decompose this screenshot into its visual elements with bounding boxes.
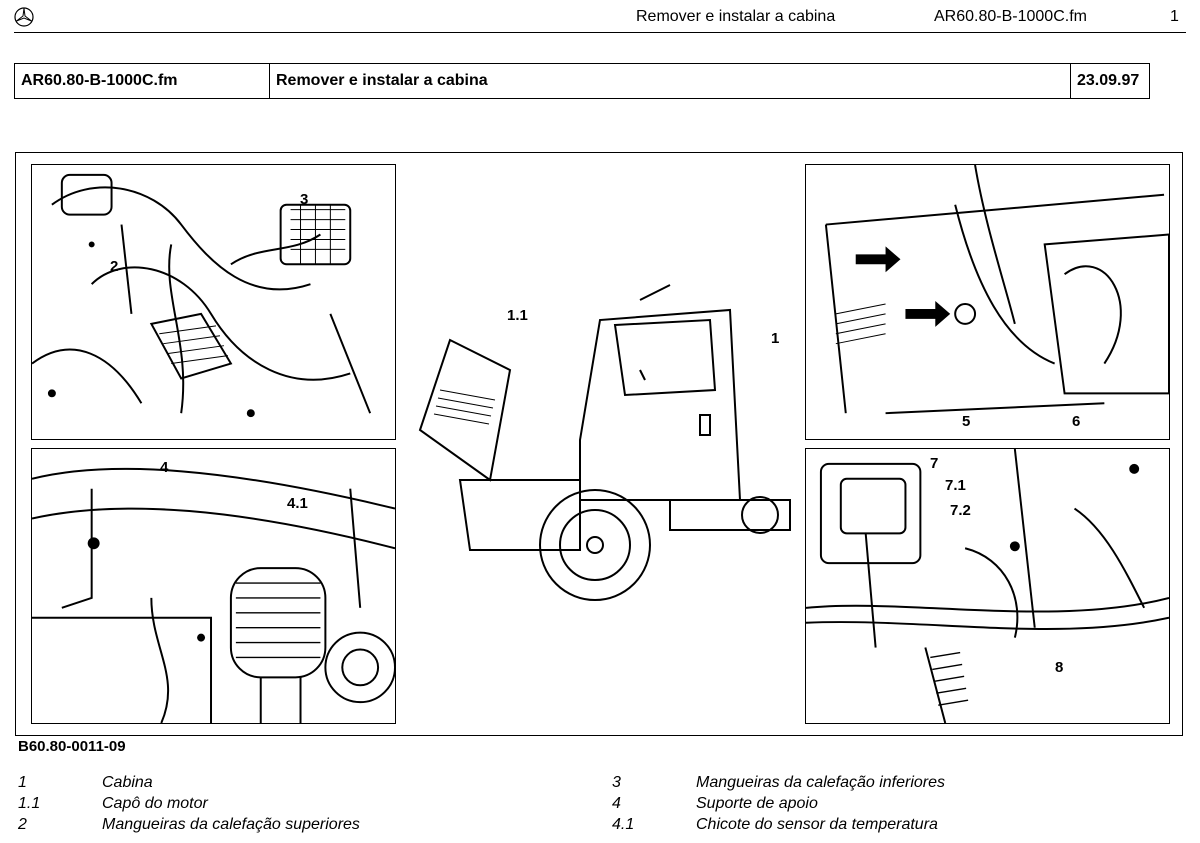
callout-label: 7.1 bbox=[945, 477, 966, 494]
legend-number: 1 bbox=[18, 774, 27, 791]
reference-date: 23.09.97 bbox=[1077, 72, 1140, 89]
callout-label: 1.1 bbox=[507, 307, 528, 324]
figure-code: B60.80-0011-09 bbox=[18, 738, 126, 755]
legend-number: 1.1 bbox=[18, 795, 41, 812]
legend-number: 3 bbox=[612, 774, 621, 791]
legend-text: Capô do motor bbox=[102, 795, 208, 812]
three-pointed-star-logo bbox=[14, 7, 34, 27]
header-doc-id: AR60.80-B-1000C.fm bbox=[934, 8, 1087, 25]
photo-heater-valves-and-hoses bbox=[805, 448, 1170, 724]
callout-label: 1 bbox=[771, 330, 780, 347]
legend-item: 3 Mangueiras da calefação inferiores bbox=[612, 772, 945, 793]
callout-label: 6 bbox=[1072, 413, 1081, 430]
truck-cab-illustration bbox=[410, 280, 800, 610]
callout-label: 5 bbox=[962, 413, 971, 430]
legend-text: Cabina bbox=[102, 774, 153, 791]
legend-item: 4 Suporte de apoio bbox=[612, 793, 945, 814]
callout-label: 4.1 bbox=[287, 495, 308, 512]
photo-upper-heater-hoses bbox=[31, 164, 396, 440]
header-title: Remover e instalar a cabina bbox=[636, 8, 836, 25]
legend-text: Suporte de apoio bbox=[696, 795, 818, 812]
header-divider bbox=[14, 32, 1186, 33]
callout-label: 8 bbox=[1055, 659, 1064, 676]
photo-support-and-sensor-harness bbox=[31, 448, 396, 724]
legend-number: 4 bbox=[612, 795, 621, 812]
callout-label: 7.2 bbox=[950, 502, 971, 519]
photo-heater-connection bbox=[805, 164, 1170, 440]
figure-frame bbox=[15, 152, 1183, 736]
legend-number: 2 bbox=[18, 816, 27, 833]
legend-item: 1 Cabina bbox=[18, 772, 360, 793]
reference-title: Remover e instalar a cabina bbox=[270, 64, 1071, 98]
callout-label: 7 bbox=[930, 455, 939, 472]
legend-item: 4.1 Chicote do sensor da temperatura bbox=[612, 814, 945, 835]
legend-text: Mangueiras da calefação inferiores bbox=[696, 774, 946, 791]
callout-label: 2 bbox=[110, 258, 119, 275]
legend-left: 1 Cabina 1.1 Capô do motor 2 Mangueiras … bbox=[18, 772, 360, 835]
callout-label: 4 bbox=[160, 459, 169, 476]
reference-doc-id: AR60.80-B-1000C.fm bbox=[15, 64, 270, 98]
callout-label: 3 bbox=[300, 191, 309, 208]
page-number: 1 bbox=[1170, 8, 1179, 25]
legend-right: 3 Mangueiras da calefação inferiores 4 S… bbox=[612, 772, 945, 835]
legend-item: 1.1 Capô do motor bbox=[18, 793, 360, 814]
legend-item: 2 Mangueiras da calefação superiores bbox=[18, 814, 360, 835]
legend-text: Mangueiras da calefação superiores bbox=[102, 816, 360, 833]
legend-number: 4.1 bbox=[612, 816, 635, 833]
reference-box: AR60.80-B-1000C.fm Remover e instalar a … bbox=[14, 63, 1150, 99]
legend-text: Chicote do sensor da temperatura bbox=[696, 816, 938, 833]
